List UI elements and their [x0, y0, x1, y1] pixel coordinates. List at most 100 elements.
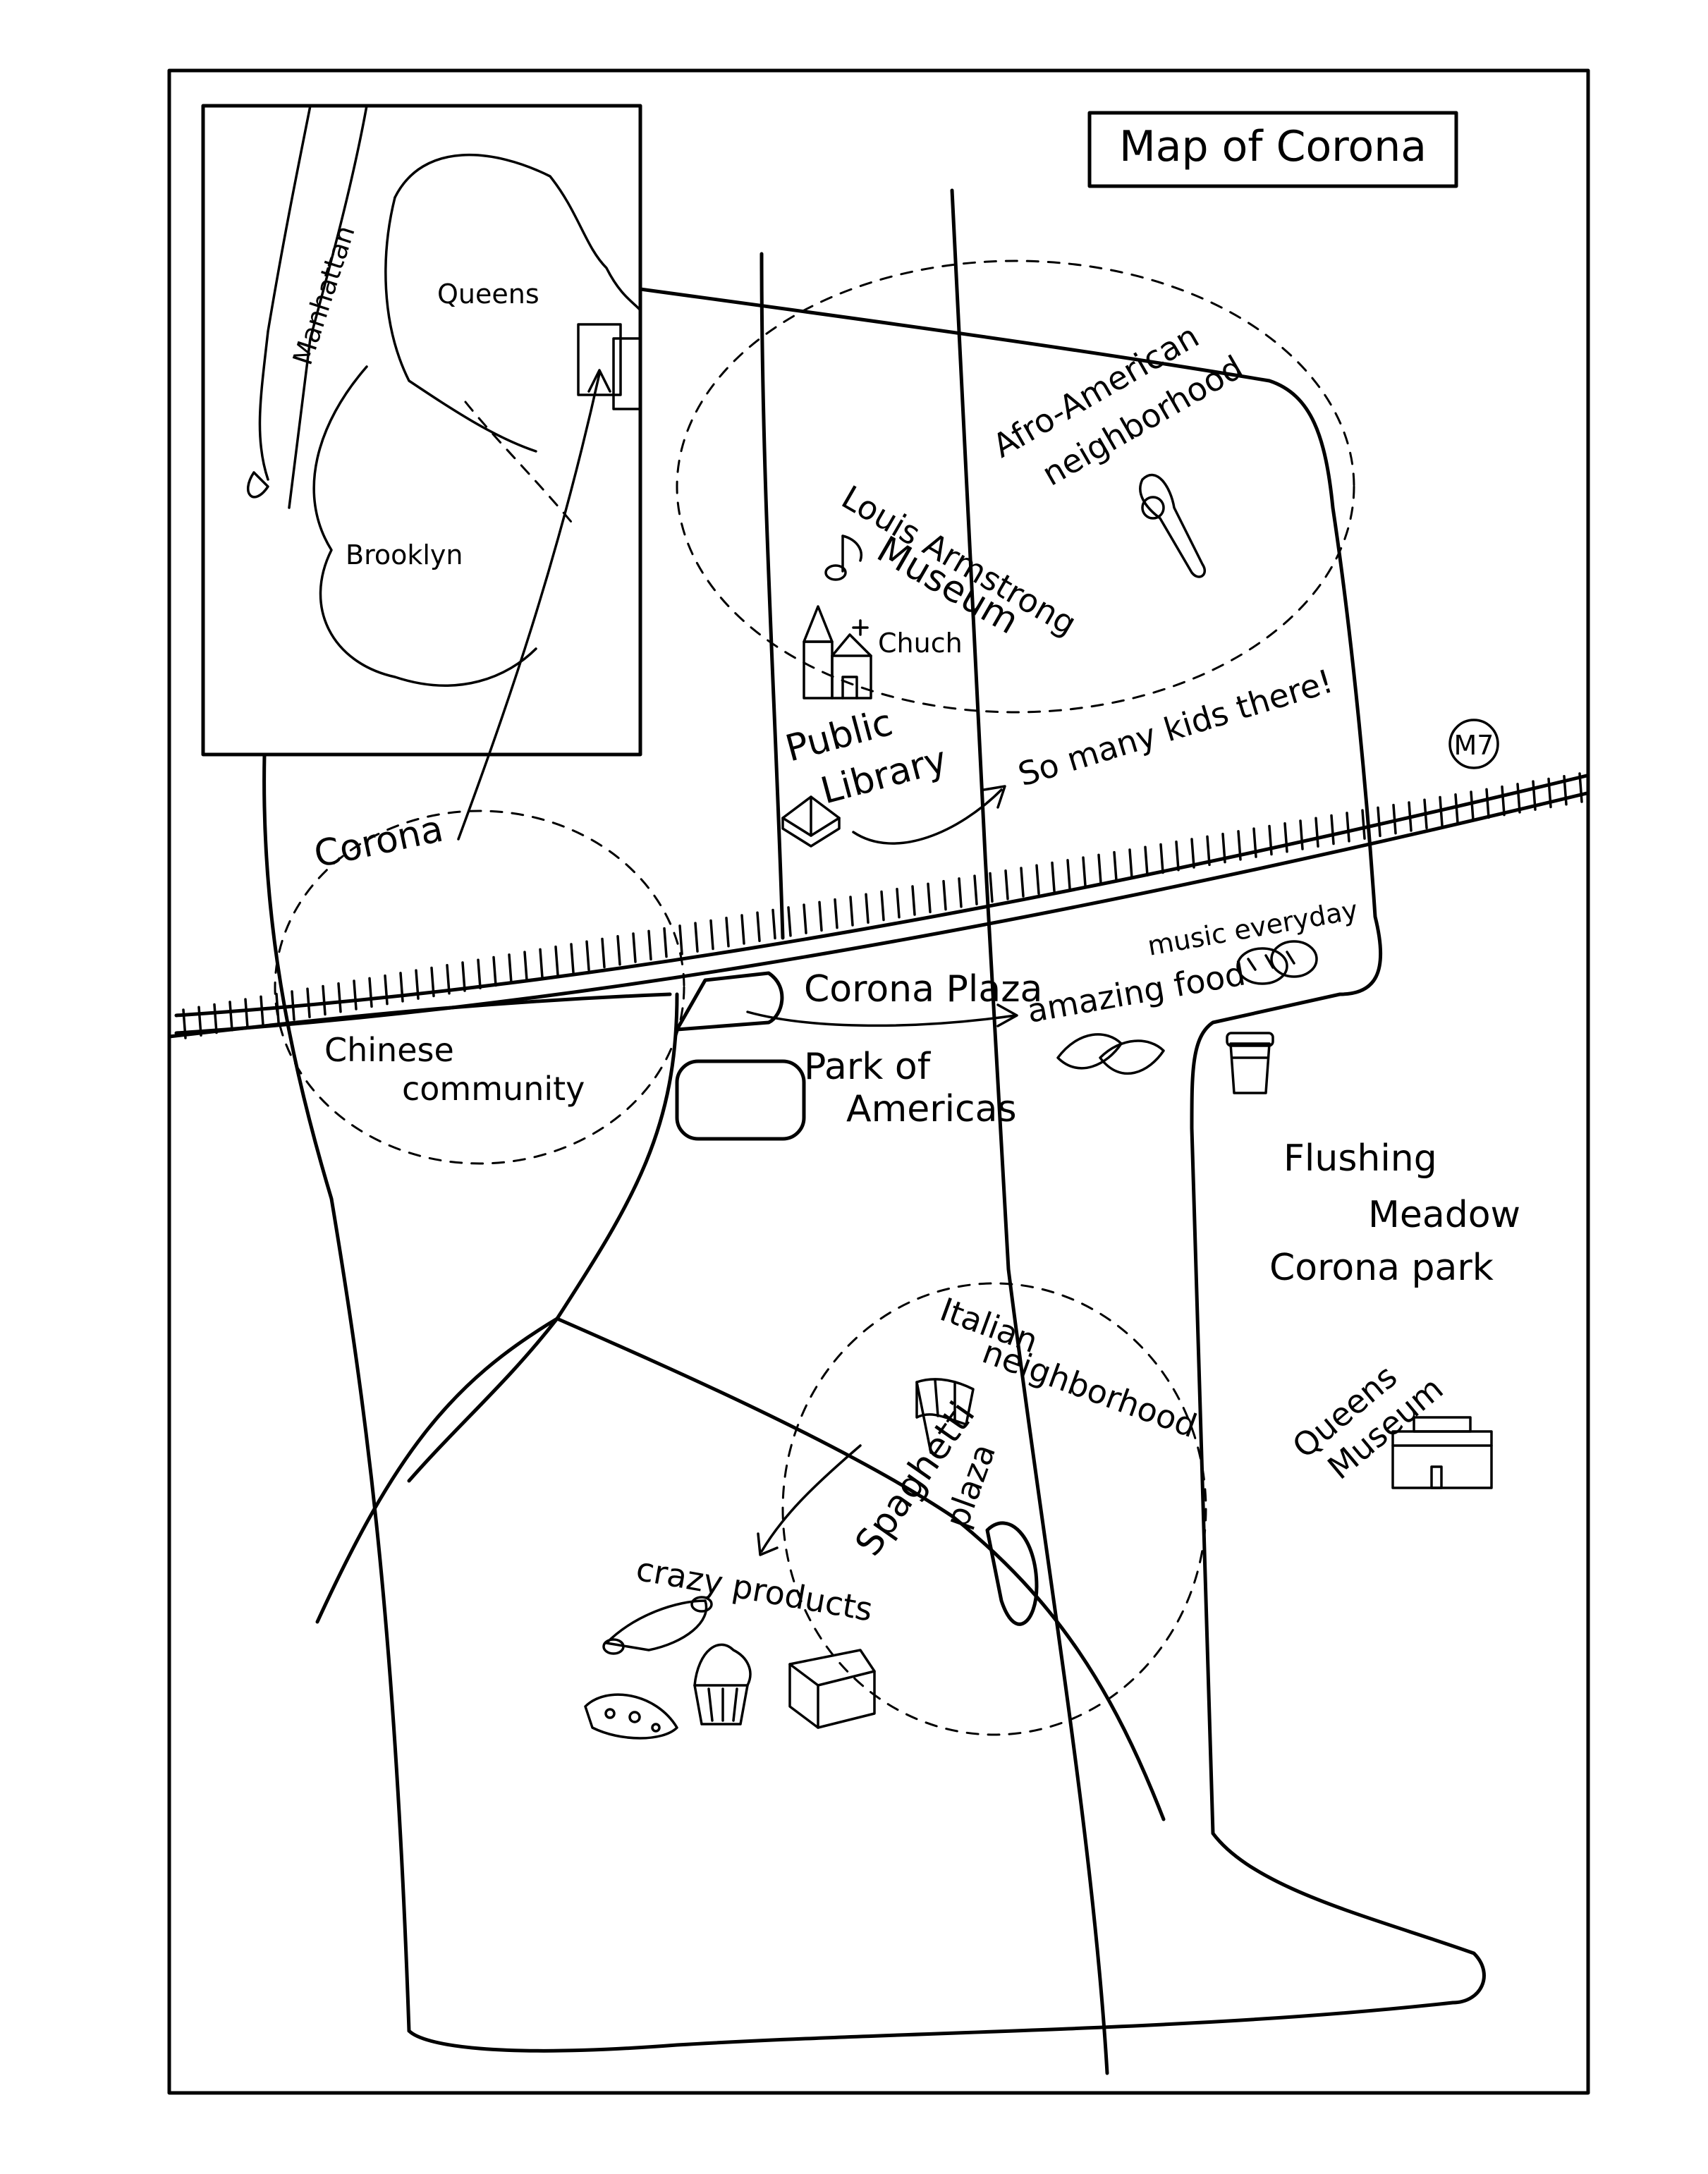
railway-tie [461, 961, 466, 992]
railway-tie [1144, 845, 1149, 877]
railway-tie [880, 890, 885, 922]
flushing-label-1: Flushing [1283, 1137, 1437, 1180]
railway-tie [368, 977, 373, 1008]
railway-tie [1237, 830, 1242, 861]
kids-arrow [852, 788, 1003, 845]
chinese-label-2: community [402, 1070, 585, 1108]
railway-tie [740, 914, 745, 945]
food-label: amazing food [1025, 954, 1248, 1030]
railway-tie [306, 987, 311, 1018]
railway-tie [399, 972, 404, 1003]
corona-label: Corona [310, 808, 446, 877]
crazy-products-label: crazy products [633, 1550, 876, 1629]
cupcake-icon [693, 1643, 752, 1726]
corona-plaza-label: Corona Plaza [804, 968, 1042, 1010]
railway-tie [1206, 835, 1211, 867]
railway-tie [1082, 856, 1087, 887]
flushing-label-2: Meadow [1368, 1194, 1520, 1236]
railway-tie [1501, 785, 1506, 817]
railway-tie [182, 1008, 187, 1039]
title-text: Map of Corona [1119, 122, 1427, 171]
railway-tie [1175, 841, 1180, 872]
railway-tie [1392, 803, 1397, 835]
railway-tie [322, 984, 327, 1016]
railway-tie [1268, 824, 1273, 856]
italian-flag-icon [915, 1378, 975, 1454]
map-title: Map of Corona [1087, 111, 1458, 188]
railway-tie [989, 872, 994, 903]
railway-tie [973, 874, 978, 905]
subway-badge [1448, 719, 1499, 769]
railway-tie [787, 906, 792, 937]
railway-tie [709, 919, 714, 951]
railway-tie [554, 945, 559, 977]
railway-tie [1346, 812, 1350, 843]
railway-tie [1051, 861, 1056, 893]
railway-tie [446, 963, 451, 995]
railway-tie [1283, 822, 1288, 853]
railway-tie [1563, 774, 1568, 806]
railway-tie [1314, 817, 1319, 848]
railway-tie [1547, 777, 1552, 809]
railway-tie [1470, 790, 1475, 822]
railway-tie [725, 916, 730, 948]
railway-tie [353, 979, 358, 1010]
railway-tie [1439, 795, 1444, 827]
railway-tie [942, 879, 947, 911]
railway-tie [1159, 843, 1164, 874]
park-americas-label-1: Park of [804, 1046, 932, 1088]
railway-tie [570, 943, 575, 974]
railway-tie [1128, 848, 1133, 879]
railway-tie [260, 995, 264, 1027]
railway-tie [756, 911, 761, 943]
railway-tie [415, 969, 420, 1000]
railway-tie [337, 982, 342, 1013]
railway-tie [927, 882, 932, 914]
railway-tie [771, 908, 776, 940]
products-arrow [760, 1444, 862, 1553]
music-note-icon [824, 535, 862, 581]
railway-tie [244, 998, 249, 1029]
corona-plaza: Corona Plaza [675, 968, 1042, 1032]
railway-tie [1097, 853, 1102, 885]
railway-tie [1221, 832, 1226, 864]
inset-map: Manhattan Queens Brooklyn [201, 104, 642, 841]
railway-tie [601, 937, 606, 969]
railway-tie [647, 929, 652, 961]
kids-note: So many kids there! [1013, 661, 1337, 793]
inset-queens-label: Queens [437, 279, 539, 310]
chinese-community-area [274, 810, 685, 1165]
italian-label-2: neighborhood [977, 1333, 1202, 1446]
chinese-label-1: Chinese [324, 1031, 454, 1069]
page-border [167, 68, 1590, 2095]
park-of-americas: Park of Americas [675, 1046, 1017, 1141]
taco-icon [1056, 1033, 1165, 1075]
railway-tie [865, 893, 870, 924]
railway-tie [958, 877, 963, 908]
railway-tie [197, 1006, 202, 1037]
railway-tie [632, 932, 637, 963]
italian-area [781, 1282, 1207, 1736]
railway-tie [818, 900, 823, 932]
railway-tie [803, 903, 807, 934]
railway-tie [834, 898, 838, 929]
inset-brooklyn-label: Brooklyn [346, 539, 463, 570]
book-icon [781, 795, 841, 848]
railway-tie [1190, 838, 1195, 869]
railway-tie [1485, 788, 1490, 819]
railway-tie [1408, 801, 1413, 832]
railway-tie [492, 955, 497, 987]
music-label: music everyday [1145, 894, 1360, 962]
railway-tie [477, 958, 482, 990]
railway-tie [1454, 793, 1459, 824]
railway-tie [508, 953, 513, 984]
afro-american-area [676, 259, 1355, 714]
railway-tie [1252, 827, 1257, 858]
railway-tie [1361, 809, 1366, 840]
park-americas-label-2: Americas [846, 1088, 1017, 1130]
cannoli-icon [602, 1596, 713, 1655]
railway-tie [228, 1001, 233, 1032]
spaghetti-plaza: Spaghetti plaza [847, 1394, 1039, 1626]
railway-tie [1532, 780, 1537, 811]
